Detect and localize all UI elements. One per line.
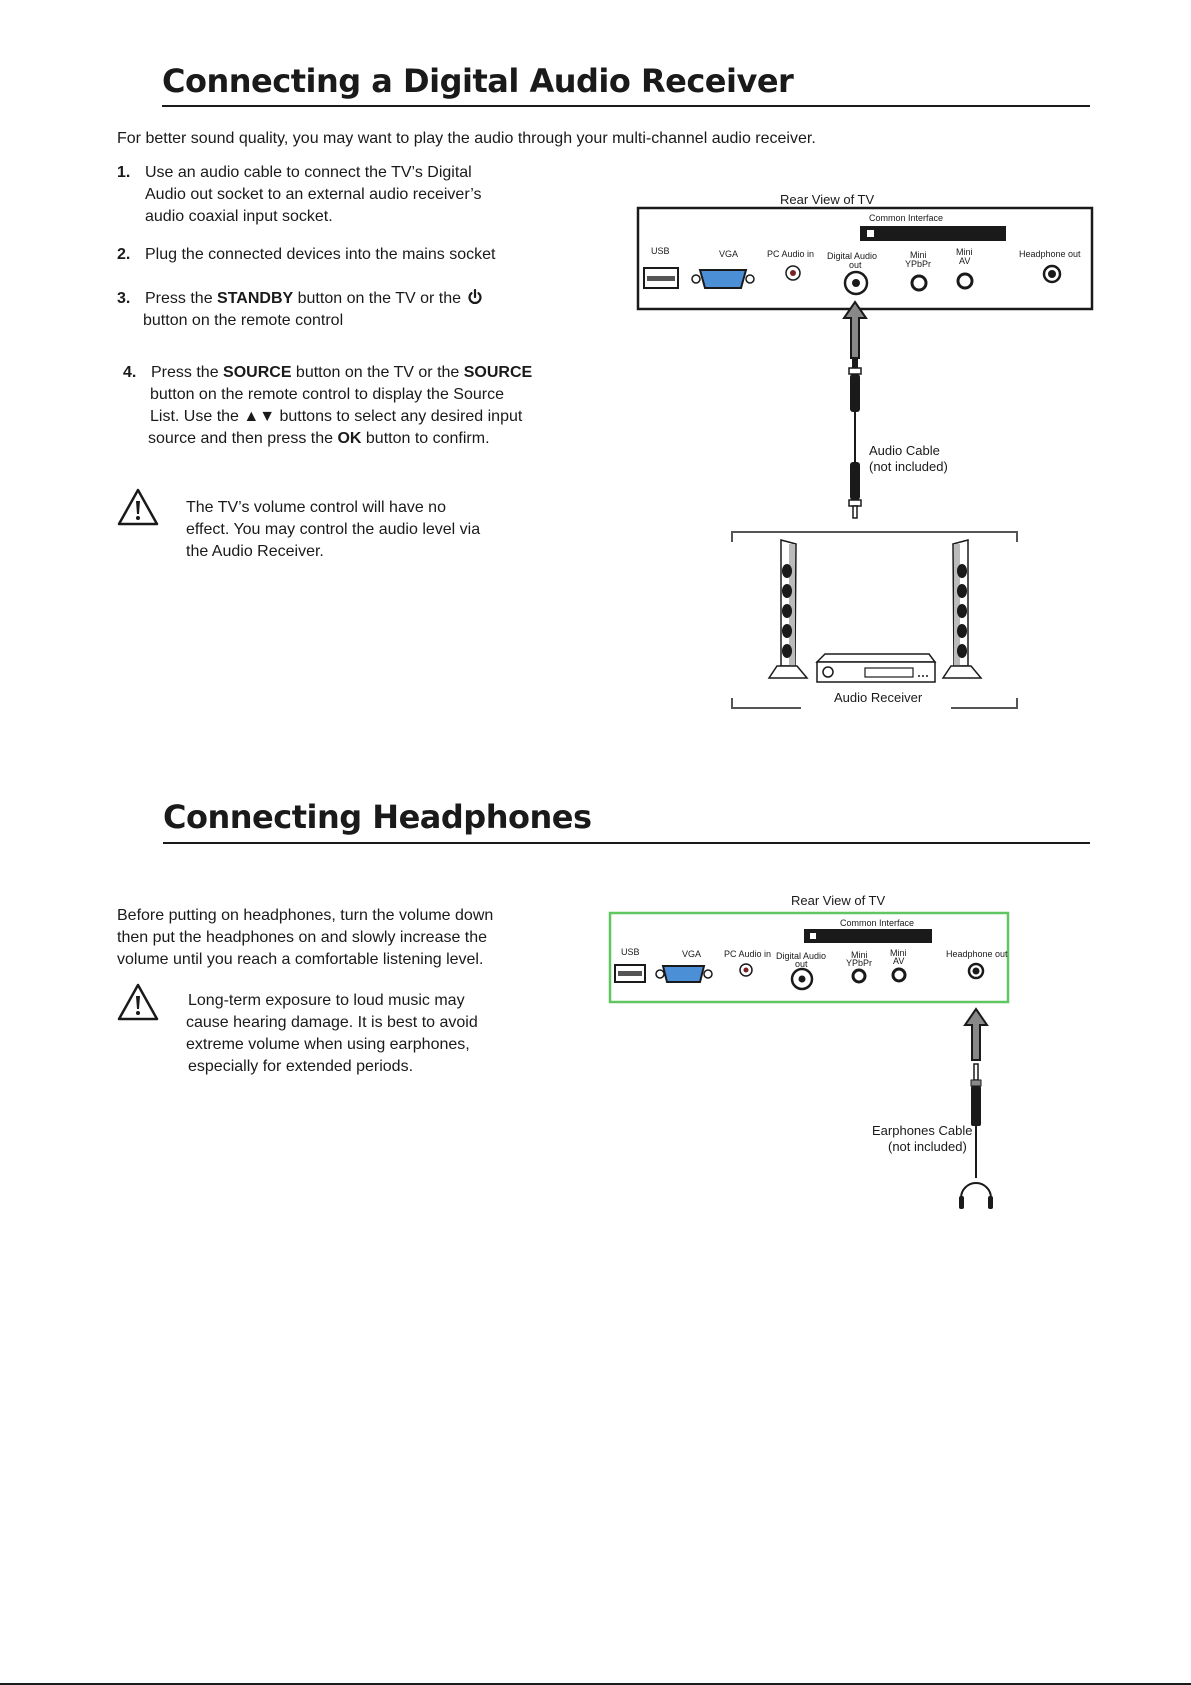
earphones-cable-label-2: (not included) [888, 1139, 967, 1154]
mini-av-label-b2: AV [893, 956, 905, 966]
mini-av-label-2: AV [959, 256, 971, 266]
headphones-para-line1: Before putting on headphones, turn the v… [117, 907, 494, 924]
caution2-line3: extreme volume when using earphones, [186, 1036, 470, 1053]
page-bottom-rule [0, 1683, 1191, 1685]
caution2-line4: especially for extended periods. [188, 1058, 414, 1075]
caution1-line1: The TV’s volume control will have no [186, 499, 446, 516]
section2-rule [163, 842, 1090, 844]
vga-label-2: VGA [682, 949, 702, 959]
headphone-out-label-2: Headphone out [946, 949, 1008, 959]
digital-audio-label-2: out [849, 260, 862, 270]
step1-number: 1. [117, 164, 131, 181]
mini-ypbpr-label-2: YPbPr [905, 259, 932, 269]
step2-number: 2. [117, 246, 131, 263]
earphones-cable-label: Earphones Cable [872, 1123, 973, 1138]
step3-number: 3. [117, 290, 131, 307]
digital-audio-label-b2: out [795, 959, 808, 969]
common-interface-label-2: Common Interface [840, 918, 915, 928]
section1-intro: For better sound quality, you may want t… [117, 130, 816, 147]
step4-line2: button on the remote control to display … [150, 386, 504, 403]
pc-audio-label-2: PC Audio in [724, 949, 772, 959]
step1-line3: audio coaxial input socket. [145, 208, 333, 225]
audio-cable-label: Audio Cable [869, 443, 940, 458]
usb-label: USB [651, 246, 670, 256]
power-icon [468, 288, 482, 305]
caution1-line3: the Audio Receiver. [186, 543, 324, 560]
mini-av-label-b: Mini [890, 948, 907, 958]
tv-rear-panel-2 [608, 911, 1010, 1004]
step4-line3: List. Use the ▲▼ buttons to select any d… [150, 408, 523, 425]
mini-ypbpr-label: Mini [910, 250, 927, 260]
warning-triangle-icon [117, 488, 159, 526]
headphone-out-label: Headphone out [1019, 249, 1081, 259]
section1-rule [162, 105, 1090, 107]
section1-title: Connecting a Digital Audio Receiver [162, 62, 794, 100]
mini-ypbpr-label-b2: YPbPr [846, 958, 873, 968]
warning-triangle-icon [117, 983, 159, 1021]
mini-ypbpr-label-b: Mini [851, 950, 868, 960]
mini-av-label: Mini [956, 247, 973, 257]
step2-text: Plug the connected devices into the main… [145, 246, 496, 263]
speaker-left-icon [767, 539, 809, 679]
step4-number: 4. [123, 364, 137, 381]
rear-view-label: Rear View of TV [780, 192, 875, 207]
caution2-line2: cause hearing damage. It is best to avoi… [186, 1014, 478, 1031]
caution1-line2: effect. You may control the audio level … [186, 521, 481, 538]
headphones-para-line2: then put the headphones on and slowly in… [117, 929, 488, 946]
step4-line4: source and then press the OK button to c… [148, 430, 490, 447]
usb-label-2: USB [621, 947, 640, 957]
vga-label: VGA [719, 249, 739, 259]
audio-receiver-illustration [731, 531, 1018, 709]
step4-line1: Press the SOURCE button on the TV or the… [151, 364, 533, 381]
audio-receiver-label: Audio Receiver [834, 690, 923, 705]
common-interface-label: Common Interface [869, 213, 944, 223]
receiver-unit-icon [815, 653, 937, 683]
digital-audio-label: Digital Audio [827, 251, 878, 261]
headphones-icon [959, 1182, 993, 1209]
pc-audio-label: PC Audio in [767, 249, 815, 259]
earphones-cable [963, 1007, 989, 1178]
tv-rear-panel [636, 206, 1094, 311]
step1-line2: Audio out socket to an external audio re… [145, 186, 482, 203]
digital-audio-label-b: Digital Audio [776, 951, 827, 961]
step1-line1: Use an audio cable to connect the TV’s D… [145, 164, 472, 181]
rear-view-label-2: Rear View of TV [791, 893, 886, 908]
step3-line1: Press the STANDBY button on the TV or th… [145, 288, 483, 310]
caution2-line1: Long-term exposure to loud music may [188, 992, 465, 1009]
audio-cable-label-2: (not included) [869, 459, 948, 474]
section2-title: Connecting Headphones [163, 798, 592, 836]
speaker-right-icon [941, 539, 983, 679]
audio-cable [842, 300, 868, 519]
headphones-para-line3: volume until you reach a comfortable lis… [117, 951, 484, 968]
step3-line2: button on the remote control [143, 312, 344, 329]
